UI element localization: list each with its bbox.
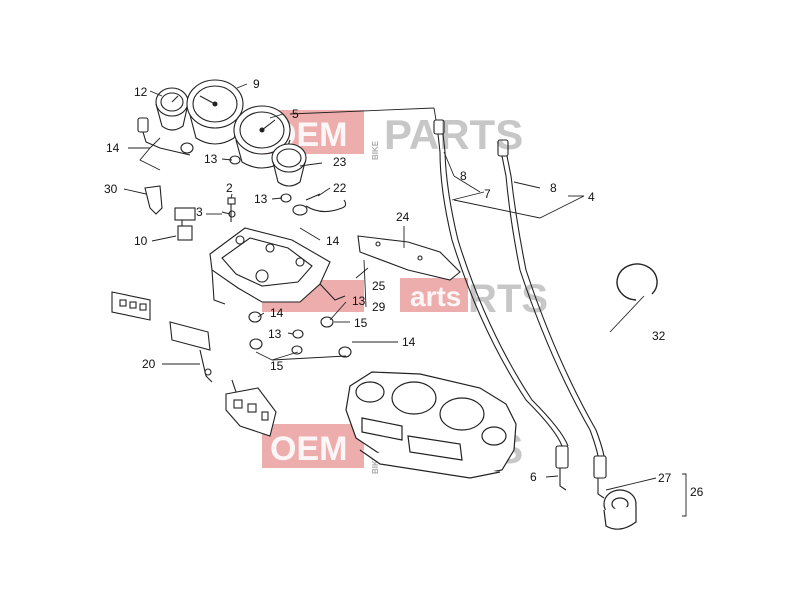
svg-text:arts: arts: [410, 281, 461, 312]
bracket-30: [144, 185, 163, 215]
circlip-32: [616, 263, 658, 301]
callout-14-c: 14: [270, 306, 284, 320]
callout-13-c: 13: [352, 294, 366, 308]
callout-14-a: 14: [106, 141, 120, 155]
callout-labels: 12 9 5 14 13 23 22 30 2 13 3 10 14 24 8 …: [104, 77, 704, 499]
callout-23: 23: [333, 155, 347, 169]
screw-2: [227, 197, 236, 222]
callout-22: 22: [333, 181, 347, 195]
bracket-10: [174, 207, 196, 241]
gauge-speedometer: [233, 105, 291, 169]
leader-lines: [123, 83, 687, 517]
callout-13-a: 13: [204, 152, 218, 166]
fasteners: [180, 142, 352, 358]
instrument-housing: [345, 371, 517, 479]
svg-text:RTS: RTS: [468, 277, 548, 321]
callout-8-b: 8: [550, 181, 557, 195]
svg-text:OEM: OEM: [270, 430, 347, 468]
callout-20: 20: [142, 357, 156, 371]
callout-14-d: 14: [402, 335, 416, 349]
gauge-small-left: [155, 87, 189, 131]
bulb-holder-20: [169, 321, 213, 383]
bulb-board: [225, 379, 277, 437]
gauge-small-right: [271, 143, 307, 187]
callout-9: 9: [253, 77, 260, 91]
svg-text:PARTS: PARTS: [384, 111, 523, 158]
callout-14-b: 14: [326, 234, 340, 248]
callout-15-a: 15: [354, 316, 368, 330]
wire-22: [305, 193, 347, 213]
callout-13-b: 13: [254, 192, 268, 206]
callout-30: 30: [104, 182, 118, 196]
cable-left: [433, 119, 569, 491]
callout-2: 2: [226, 181, 233, 195]
callout-32: 32: [652, 329, 666, 343]
callout-7: 7: [484, 187, 491, 201]
callout-3: 3: [196, 205, 203, 219]
instrument-bracket: [209, 227, 346, 305]
screw-3: [221, 210, 236, 218]
warning-light-panel: [111, 291, 151, 321]
circuit-plate-24: [357, 235, 461, 281]
callout-6: 6: [530, 470, 537, 484]
drive-gear-26: [603, 489, 637, 530]
cable-right: [497, 139, 607, 499]
callout-15-b: 15: [270, 359, 284, 373]
callout-13-d: 13: [268, 327, 282, 341]
callout-10: 10: [134, 234, 148, 248]
callout-4: 4: [588, 190, 595, 204]
gauge-tachometer: [186, 79, 244, 145]
callout-26: 26: [690, 485, 704, 499]
callout-24: 24: [396, 210, 410, 224]
callout-12: 12: [134, 85, 148, 99]
callout-25: 25: [372, 279, 386, 293]
callout-29: 29: [372, 300, 386, 314]
callout-27: 27: [658, 471, 672, 485]
callout-8-a: 8: [460, 169, 467, 183]
svg-text:BIKE: BIKE: [371, 454, 380, 474]
callout-5: 5: [292, 107, 299, 121]
watermark-top: OEM BIKE PARTS: [262, 110, 523, 160]
svg-text:BIKE: BIKE: [371, 140, 380, 160]
watermark-middle: arts RTS: [262, 277, 548, 321]
